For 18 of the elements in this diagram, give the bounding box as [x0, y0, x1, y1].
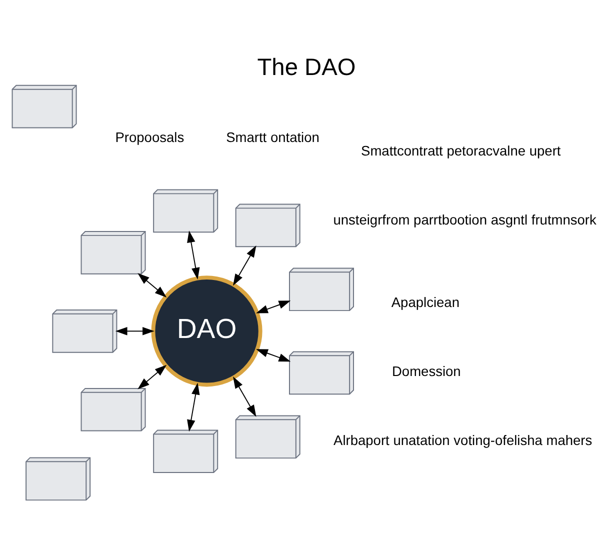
node-circle: DAO [151, 275, 262, 386]
arrow [187, 230, 200, 280]
arrow [115, 326, 154, 335]
arrow [233, 376, 256, 416]
arrow [233, 244, 256, 286]
label: unsteigrfrom parrtbootion asgntl frutmnsork [333, 212, 596, 227]
arrow [138, 364, 167, 389]
arrow [256, 300, 291, 313]
arrow [138, 272, 167, 297]
label: Domession [392, 364, 461, 379]
arrow [187, 382, 200, 432]
label: Smattcontratt petoracvalne upert [361, 143, 561, 158]
diagram-title: The DAO [257, 54, 356, 80]
arrow [256, 348, 291, 362]
label: Alrbaport unatation voting-ofelisha mahers [334, 432, 592, 448]
label: Smartt ontation [226, 129, 320, 144]
label: Apaplciean [391, 294, 460, 310]
label: Propoosals [115, 129, 184, 144]
